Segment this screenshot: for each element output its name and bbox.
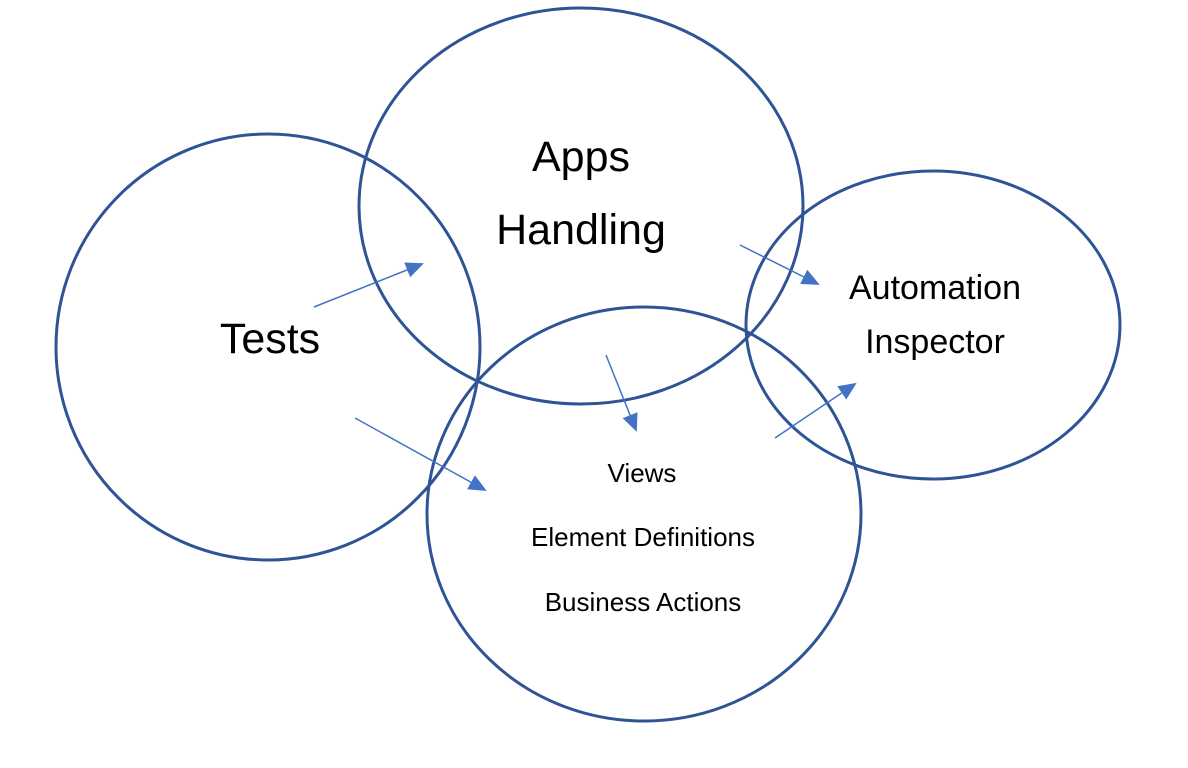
apps-handling-circle bbox=[357, 6, 805, 406]
framework-element-definitions-label: Element Definitions bbox=[531, 522, 755, 552]
automation-inspector-circle bbox=[744, 169, 1122, 481]
arrow-tests-to-framework-layers bbox=[354, 417, 487, 491]
framework-business-actions-label: Business Actions bbox=[545, 587, 742, 617]
apps-handling-label-line2: Handling bbox=[496, 206, 666, 254]
framework-views-label: Views bbox=[608, 458, 677, 488]
arrow-framework-layers-to-automation-inspector bbox=[774, 382, 857, 439]
apps-handling-label-line1: Apps bbox=[532, 133, 630, 181]
arrow-apps-handling-to-views bbox=[605, 354, 638, 432]
automation-inspector-label-line2: Inspector bbox=[865, 323, 1005, 361]
arrow-apps-handling-to-automation-inspector bbox=[739, 244, 820, 285]
tests-circle bbox=[54, 132, 482, 562]
automation-inspector-label-line1: Automation bbox=[849, 269, 1021, 307]
framework-layers-circle bbox=[425, 305, 863, 723]
tests-label: Tests bbox=[220, 315, 320, 363]
arrow-tests-to-apps-handling bbox=[313, 262, 424, 308]
